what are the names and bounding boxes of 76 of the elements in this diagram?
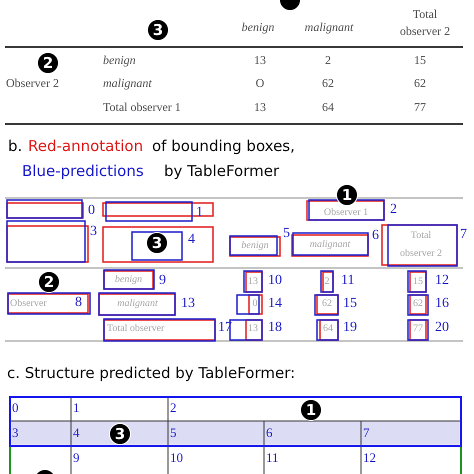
- cell-number: 10: [268, 273, 282, 289]
- cell-number: 4: [188, 232, 195, 248]
- table-value: O: [254, 76, 266, 90]
- number-badge: 3: [147, 19, 169, 41]
- cell-number: 7: [460, 227, 467, 243]
- cell-number: 12: [435, 273, 449, 289]
- cell-number: 19: [343, 320, 357, 336]
- table-value: 62: [321, 76, 335, 90]
- cell-number: 18: [268, 320, 282, 336]
- table-value: 15: [413, 53, 427, 67]
- cell-text: Total observer: [107, 323, 164, 335]
- column-header: Total observer 2: [398, 6, 452, 40]
- cell-number: 2: [170, 400, 176, 416]
- caption-text: Red-annotation: [28, 137, 144, 155]
- cell-text: Observer 1: [322, 207, 370, 219]
- cell-number: 6: [372, 228, 379, 244]
- cell-text: 62: [412, 298, 424, 310]
- row-header: Total observer 1: [103, 100, 181, 114]
- cell-number: 10: [170, 450, 183, 466]
- table-value: 13: [253, 100, 267, 114]
- cell-text: 64: [322, 323, 334, 335]
- cell-text: Total observer 2: [399, 229, 443, 261]
- table-value: 77: [413, 100, 427, 114]
- number-badge: 1: [336, 184, 358, 206]
- table-value: 13: [253, 53, 267, 67]
- cell-text: 13: [247, 276, 259, 288]
- cell-number: 15: [343, 296, 357, 312]
- row-header: malignant: [103, 76, 152, 90]
- caption-text: of bounding boxes,: [152, 137, 295, 155]
- cell-text: benign: [240, 240, 270, 252]
- cell-number: 11: [341, 273, 354, 289]
- cell-number: 3: [90, 224, 97, 240]
- cell-number: 9: [159, 273, 166, 289]
- cell-text: malignant: [308, 239, 352, 251]
- cell-text: 0: [252, 298, 258, 310]
- cell-number: 4: [73, 425, 80, 441]
- cell-text: benign: [114, 274, 144, 286]
- caption-text: Blue-predictions: [22, 162, 144, 180]
- cell-number: 7: [363, 425, 370, 441]
- cell-number: 0: [12, 400, 18, 416]
- cell-number: 2: [390, 202, 397, 218]
- cell-number: 5: [170, 425, 176, 441]
- cell-text: 15: [412, 276, 424, 288]
- table-value: 62: [413, 76, 427, 90]
- cell-number: 11: [266, 450, 279, 466]
- cell-number: 13: [181, 296, 195, 312]
- cell-number: 0: [88, 203, 95, 219]
- column-header: benign: [240, 20, 276, 34]
- column-header: malignant: [304, 20, 354, 34]
- caption-text: by TableFormer: [164, 162, 280, 180]
- cell-number: 3: [12, 425, 18, 441]
- cell-text: malignant: [116, 298, 159, 310]
- row-header: benign: [103, 53, 136, 67]
- cell-text: 2: [324, 276, 330, 288]
- cell-number: 20: [435, 320, 449, 336]
- number-badge: 1: [300, 399, 322, 421]
- cell-text: Observer: [10, 298, 47, 310]
- table-value: 64: [321, 100, 335, 114]
- cell-text: 77: [412, 323, 424, 335]
- cell-number: 12: [363, 450, 376, 466]
- cell-number: 14: [268, 296, 282, 312]
- cell-number: 16: [435, 296, 449, 312]
- cell-number: 6: [266, 425, 272, 441]
- number-badge: 3: [146, 232, 168, 254]
- cell-number: 8: [75, 295, 82, 311]
- cell-number: 1: [73, 400, 80, 416]
- number-badge: 2: [38, 271, 60, 293]
- cell-number: 9: [73, 450, 80, 466]
- row-header: Observer 2: [6, 76, 59, 90]
- caption-text: c. Structure predicted by TableFormer:: [7, 364, 296, 382]
- caption-text: b.: [8, 137, 22, 155]
- cell-number: 5: [283, 226, 290, 242]
- cell-text: 13: [247, 323, 259, 335]
- cell-text: 62: [321, 298, 333, 310]
- table-value: 2: [324, 53, 332, 67]
- number-badge: 2: [37, 52, 59, 74]
